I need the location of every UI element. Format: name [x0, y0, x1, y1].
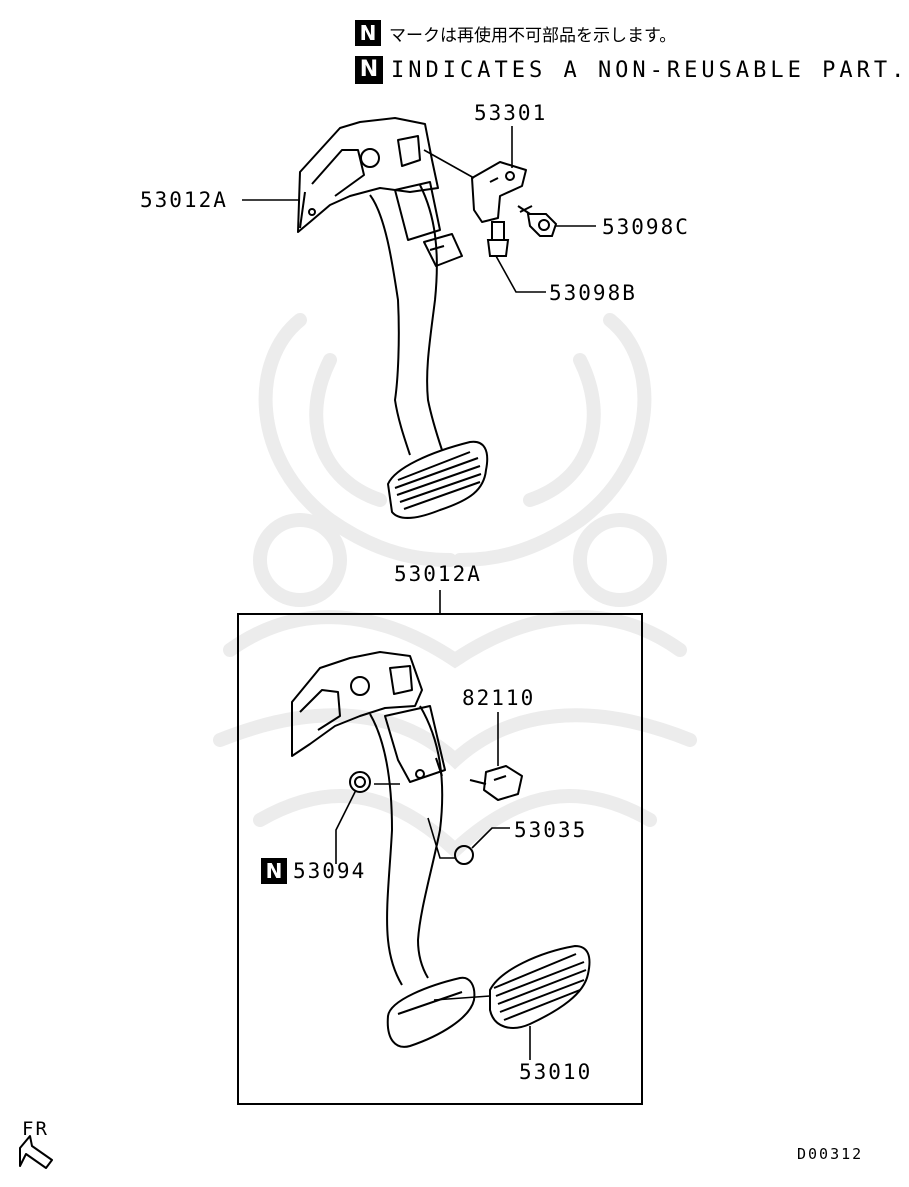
front-direction-label: FR — [22, 1118, 49, 1140]
part-label-bolt: 53098C — [602, 215, 690, 239]
pedal-assembly-detail — [291, 651, 591, 1048]
bracket-53301 — [471, 161, 527, 223]
part-label-switch: 82110 — [462, 686, 536, 710]
watermark-logo — [213, 313, 697, 860]
part-label-stud: 53098B — [549, 281, 637, 305]
part-label-bushing: N 53094 — [261, 858, 366, 884]
legend-english: N INDICATES A NON-REUSABLE PART. — [355, 56, 908, 84]
non-reusable-mark: N — [355, 56, 383, 84]
legend-japanese: N マークは再使用不可部品を示します。 — [355, 20, 676, 46]
non-reusable-mark: N — [261, 858, 287, 884]
legend-japanese-text: マークは再使用不可部品を示します。 — [389, 25, 677, 46]
part-label-pedal-assembly-detail: 53012A — [394, 562, 482, 586]
diagram-code: D00312 — [797, 1145, 864, 1163]
non-reusable-mark: N — [355, 20, 381, 46]
part-label-pedal-assembly: 53012A — [140, 188, 228, 212]
part-label-pedal-pad: 53010 — [519, 1060, 593, 1084]
part-label-bushing-number: 53094 — [293, 858, 367, 883]
legend-english-text: INDICATES A NON-REUSABLE PART. — [391, 57, 909, 83]
front-direction-arrow-icon — [19, 1135, 53, 1169]
leader-lines — [242, 126, 596, 1060]
part-label-stopper: 53035 — [514, 818, 588, 842]
part-label-bracket: 53301 — [474, 101, 548, 125]
pedal-assembly-upper — [297, 117, 489, 519]
bolt-53098c — [517, 205, 558, 237]
stud-53098b — [486, 221, 510, 257]
